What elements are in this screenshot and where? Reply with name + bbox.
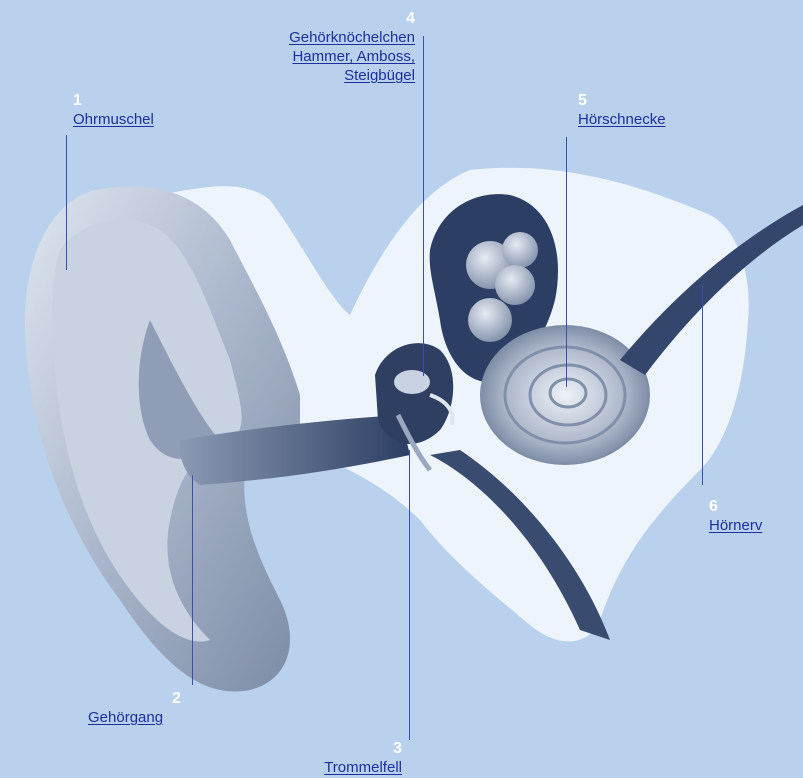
link-line: Gehörknöchelchen: [250, 28, 415, 47]
label-hoerschnecke: 5 Hörschnecke: [578, 92, 666, 129]
label-number: 3: [300, 740, 402, 758]
leader-line-5: [566, 137, 567, 387]
link-trommelfell[interactable]: Trommelfell: [300, 758, 402, 777]
label-number: 1: [73, 92, 154, 110]
label-number: 2: [88, 690, 181, 708]
link-line: Steigbügel: [250, 66, 415, 85]
leader-line-4: [423, 36, 424, 376]
ossicle-shape: [394, 370, 430, 394]
label-number: 5: [578, 92, 666, 110]
vestibule-blob: [502, 232, 538, 268]
label-number: 4: [250, 10, 415, 28]
label-gehoerknoechelchen: 4 Gehörknöchelchen Hammer, Amboss, Steig…: [250, 10, 415, 85]
label-gehoergang: 2 Gehörgang: [88, 690, 181, 727]
vestibule-blob: [495, 265, 535, 305]
leader-line-1: [66, 135, 67, 270]
label-hoernerv: 6 Hörnerv: [709, 498, 762, 535]
leader-line-6: [702, 285, 703, 485]
link-gehoergang[interactable]: Gehörgang: [88, 708, 181, 727]
link-hoerschnecke[interactable]: Hörschnecke: [578, 110, 666, 129]
vestibule-blob: [468, 298, 512, 342]
label-number: 6: [709, 498, 762, 516]
link-line: Hammer, Amboss,: [250, 47, 415, 66]
leader-line-3: [409, 450, 410, 740]
link-ohrmuschel[interactable]: Ohrmuschel: [73, 110, 154, 129]
leader-line-2: [192, 475, 193, 685]
link-gehoerknoechelchen[interactable]: Gehörknöchelchen Hammer, Amboss, Steigbü…: [250, 28, 415, 85]
label-ohrmuschel: 1 Ohrmuschel: [73, 92, 154, 129]
link-hoernerv[interactable]: Hörnerv: [709, 516, 762, 535]
label-trommelfell: 3 Trommelfell: [300, 740, 402, 777]
